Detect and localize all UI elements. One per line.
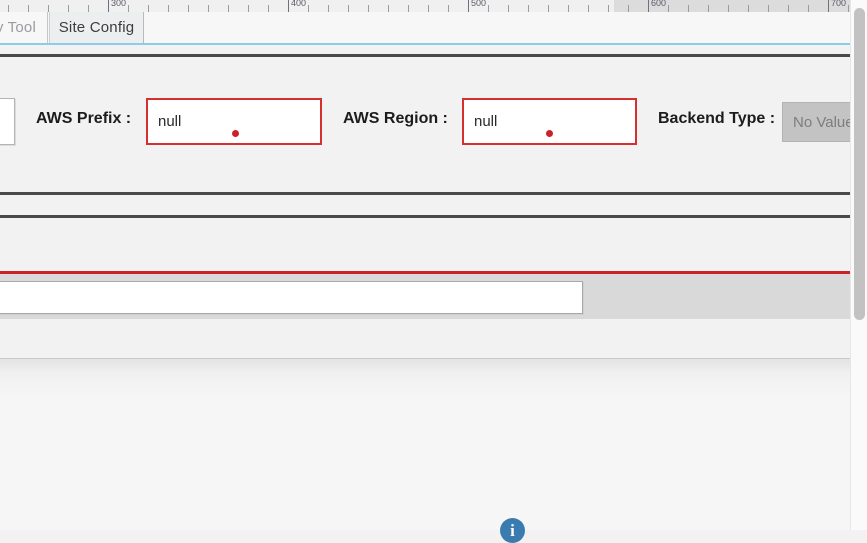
ruler-unmeasured-region <box>614 0 867 12</box>
bottom-empty-area <box>0 359 852 530</box>
aws-prefix-value: null <box>158 113 182 130</box>
aws-prefix-label: AWS Prefix : <box>36 110 132 127</box>
aws-region-input[interactable]: null <box>462 98 637 145</box>
divider-middle-lower <box>0 215 852 218</box>
ruler: 300 400 500 600 700 <box>0 0 867 13</box>
vertical-scrollbar[interactable] <box>850 0 867 530</box>
aws-region-label: AWS Region : <box>343 110 448 127</box>
backend-type-input: No Value <box>782 102 852 142</box>
divider-red-accent <box>0 271 852 274</box>
ruler-label-3: 600 <box>651 0 667 8</box>
tab-site-config-label: Site Config <box>58 19 135 36</box>
search-strip <box>0 274 852 319</box>
tab-bar: y Tool Site Config <box>0 12 867 45</box>
backend-type-label: Backend Type : <box>658 110 776 127</box>
divider-top <box>0 54 852 57</box>
info-icon[interactable]: i <box>500 518 525 543</box>
aws-prefix-input[interactable]: null <box>146 98 322 145</box>
aws-region-error-dot-icon <box>546 130 553 137</box>
ruler-label-2: 500 <box>471 0 487 8</box>
ruler-measured-region <box>0 0 614 12</box>
backend-type-placeholder: No Value <box>793 113 852 131</box>
search-input[interactable] <box>0 281 583 314</box>
tab-y-tool[interactable]: y Tool <box>0 12 48 43</box>
vertical-scrollbar-thumb[interactable] <box>854 8 865 320</box>
ruler-label-0: 300 <box>111 0 127 8</box>
content-pane: AWS Prefix : null AWS Region : null Back… <box>0 45 852 530</box>
aws-config-form-row: AWS Prefix : null AWS Region : null Back… <box>0 90 852 165</box>
info-icon-glyph: i <box>510 521 515 540</box>
aws-prefix-error-dot-icon <box>232 130 239 137</box>
tab-y-tool-label: y Tool <box>0 19 36 36</box>
aws-region-value: null <box>474 113 498 130</box>
tab-site-config[interactable]: Site Config <box>49 12 144 43</box>
ruler-label-4: 700 <box>831 0 847 8</box>
divider-middle-upper <box>0 192 852 195</box>
ruler-label-1: 400 <box>291 0 307 8</box>
partial-input-left-edge[interactable] <box>0 98 15 145</box>
lower-empty-area <box>0 319 852 359</box>
